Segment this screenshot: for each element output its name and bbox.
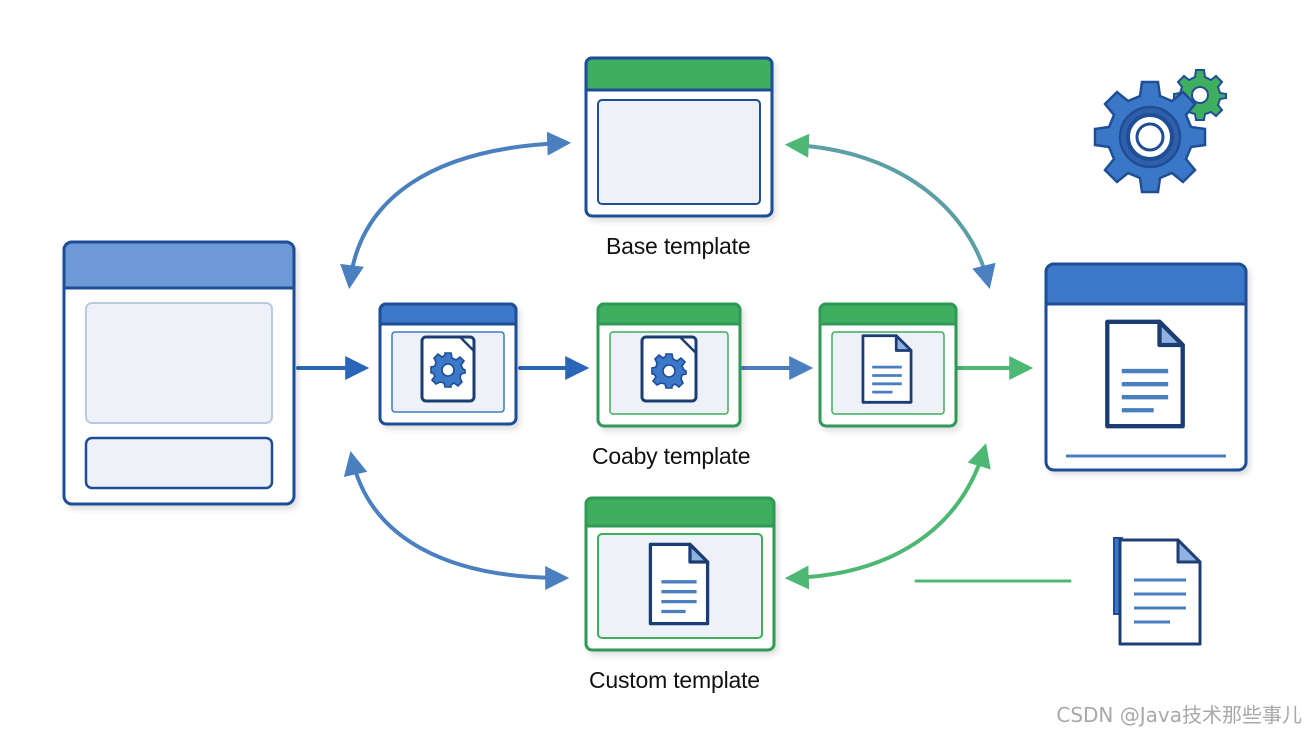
flow-window-3 [818, 302, 958, 428]
arrow-right-to-custom [784, 443, 991, 590]
arrows [296, 131, 1072, 590]
arrow-base-to-right [784, 133, 996, 289]
gear-icon [430, 352, 466, 388]
settings-gears-icon [1093, 69, 1227, 194]
document-icon [648, 542, 710, 626]
base-template-label: Base template [606, 233, 751, 259]
arrow-left-to-custom [343, 450, 570, 590]
copy-template-window [596, 302, 742, 428]
gear-icon [651, 353, 687, 389]
source-window [62, 240, 296, 506]
arrow-left-to-base [340, 131, 572, 290]
output-window [1044, 262, 1248, 472]
base-template-window [584, 56, 774, 218]
copy-template-label: Coaby template [592, 443, 751, 469]
watermark: CSDN @Java技术那些事儿 [1056, 703, 1302, 727]
custom-template-label: Custom template [589, 667, 760, 693]
document-icon [861, 334, 913, 404]
flow-window-1 [378, 302, 518, 426]
document-with-gear-icon [1113, 537, 1202, 646]
document-icon [1107, 322, 1182, 426]
custom-template-window [584, 496, 776, 652]
